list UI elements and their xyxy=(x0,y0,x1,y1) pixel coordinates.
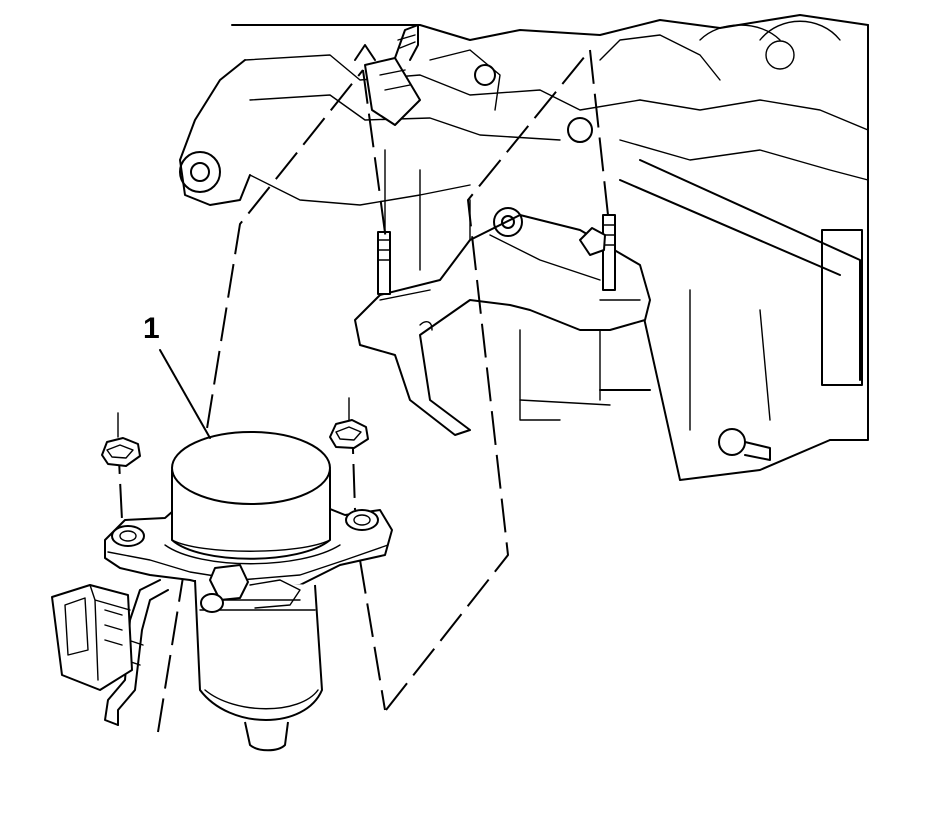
engine-block xyxy=(179,14,869,481)
vacuum-pump xyxy=(51,431,393,752)
callout-label-1: 1 xyxy=(143,312,160,345)
right-nut xyxy=(329,397,369,449)
alignment-lines xyxy=(117,49,609,733)
left-nut xyxy=(101,412,141,467)
callout-leader-line xyxy=(159,349,211,439)
